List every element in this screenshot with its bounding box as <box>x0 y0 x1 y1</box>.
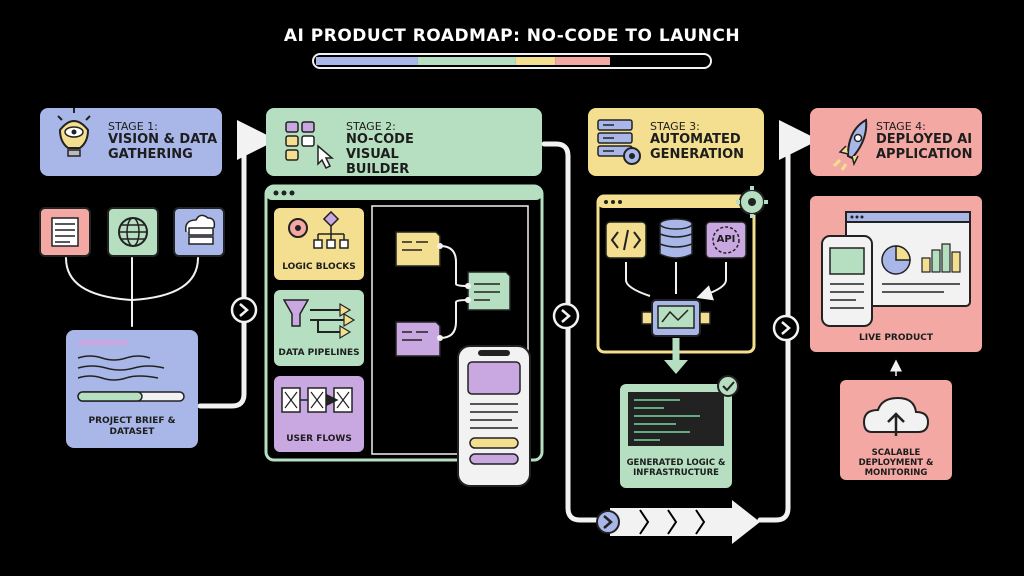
check-icon <box>717 375 739 397</box>
user-flows-label: USER FLOWS <box>286 434 352 444</box>
globe-icon <box>107 207 159 257</box>
api-icon <box>705 221 747 259</box>
document-icon <box>39 207 91 257</box>
project-brief-card <box>66 330 198 448</box>
lightbulb-eye-icon <box>57 108 91 157</box>
bottom-arrow-track <box>610 500 760 544</box>
blocks-cursor-icon <box>285 121 335 170</box>
progress-segment <box>417 57 516 65</box>
server-gear-icon <box>597 119 641 165</box>
node-note-yellow <box>395 231 441 267</box>
stage1-header-card <box>40 108 222 176</box>
chevron-circle-2 <box>552 302 580 330</box>
progress-segment <box>316 57 418 65</box>
database-icon <box>659 218 693 259</box>
processor-icon <box>641 299 711 337</box>
gear-icon <box>736 186 768 218</box>
stage4-title: STAGE 4: DEPLOYED AI APPLICATION <box>876 120 973 163</box>
stage3-title: STAGE 3: AUTOMATED GENERATION <box>650 120 745 163</box>
stage1-title: STAGE 1: VISION & DATA GATHERING <box>108 120 218 163</box>
bar-chart-icon <box>921 243 961 273</box>
cloud-upload-icon <box>862 396 930 436</box>
stage2-title: STAGE 2: NO-CODE VISUAL BUILDER <box>346 120 414 178</box>
progress-segment <box>555 57 610 65</box>
connector-stage2-bottom <box>541 141 603 523</box>
cloud-server-icon <box>173 207 225 257</box>
progress-bar <box>312 53 712 69</box>
generated-logic-label: GENERATED LOGIC & INFRASTRUCTURE <box>626 458 726 479</box>
node-note-purple <box>395 321 441 357</box>
pie-chart-icon <box>881 245 911 275</box>
logic-blocks-label: LOGIC BLOCKS <box>282 262 356 272</box>
phone-mockup <box>457 345 531 487</box>
rocket-icon <box>832 118 868 171</box>
connector-stage1-stage2 <box>197 120 277 409</box>
api-label: API <box>716 234 736 245</box>
chevron-circle-4 <box>596 510 620 534</box>
page-title: AI PRODUCT ROADMAP: NO-CODE TO LAUNCH <box>283 26 741 46</box>
progress-segment <box>515 57 556 65</box>
chevron-circle-1 <box>230 296 258 324</box>
live-product-label: LIVE PRODUCT <box>858 333 934 343</box>
chevron-circle-3 <box>772 314 800 342</box>
code-icon <box>605 221 647 259</box>
project-brief-label: PROJECT BRIEF & DATASET <box>88 416 176 437</box>
mobile-app-icon <box>821 235 873 327</box>
stage2-header-card <box>266 108 542 176</box>
canvas-area <box>371 205 529 455</box>
funnel-arrows-icon <box>282 299 356 340</box>
data-pipelines-label: DATA PIPELINES <box>278 348 360 358</box>
node-note-green <box>467 271 511 311</box>
gear-network-icon <box>288 210 349 249</box>
flow-screens-icon <box>281 387 353 413</box>
deployment-label: SCALABLE DEPLOYMENT & MONITORING <box>858 448 934 479</box>
